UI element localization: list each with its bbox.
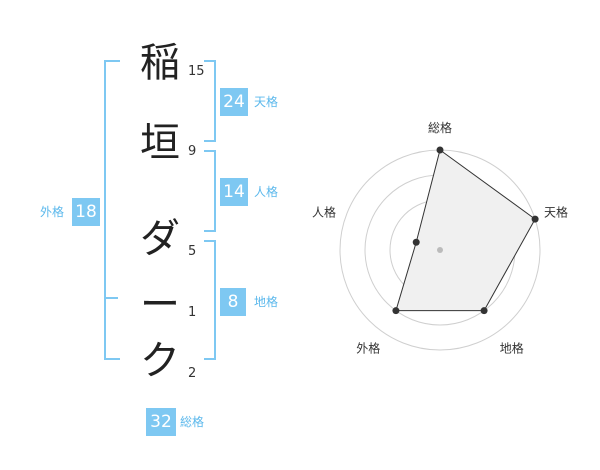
gaikaku-bracket xyxy=(104,60,120,360)
radar-axis-label-1: 総格 xyxy=(428,120,452,135)
gaikaku-label: 外格 xyxy=(40,205,65,219)
radar-point-5 xyxy=(412,238,420,246)
radar-axis-label-5: 人格 xyxy=(312,204,336,219)
stroke-count-1: 15 xyxy=(188,64,205,79)
chikaku-label: 地格 xyxy=(254,295,279,309)
radar-point-1 xyxy=(436,146,444,154)
name-char-1: 稲 xyxy=(140,40,180,86)
stroke-count-5: 2 xyxy=(188,366,197,381)
radar-polygon xyxy=(395,149,536,312)
name-char-3: ダ xyxy=(140,216,180,262)
radar-axis-label-3: 地格 xyxy=(500,341,524,356)
soukaku-badge: 32 xyxy=(146,408,176,436)
gaikaku-badge: 18 xyxy=(72,198,100,226)
radar-point-3 xyxy=(480,307,488,315)
gaikaku-bracket-tick xyxy=(104,297,118,299)
stroke-count-3: 5 xyxy=(188,244,197,259)
chikaku-badge: 8 xyxy=(220,288,246,316)
tenkaku-label: 天格 xyxy=(254,95,279,109)
name-char-4: ー xyxy=(140,282,180,328)
jinkaku-bracket xyxy=(204,150,216,232)
radar-axis-label-2: 天格 xyxy=(544,204,568,219)
radar-point-2 xyxy=(531,215,539,223)
name-char-2: 垣 xyxy=(140,120,180,166)
radar-axis-label-4: 外格 xyxy=(356,341,380,356)
stroke-count-4: 1 xyxy=(188,305,197,320)
chikaku-bracket xyxy=(204,240,216,360)
stroke-count-2: 9 xyxy=(188,144,197,159)
tenkaku-badge: 24 xyxy=(220,88,248,116)
name-char-5: ク xyxy=(140,338,180,384)
soukaku-label: 総格 xyxy=(180,415,205,429)
jinkaku-badge: 14 xyxy=(220,178,248,206)
radar-center xyxy=(437,247,443,253)
tenkaku-bracket xyxy=(204,60,216,142)
radar-point-4 xyxy=(392,307,400,315)
jinkaku-label: 人格 xyxy=(254,185,279,199)
